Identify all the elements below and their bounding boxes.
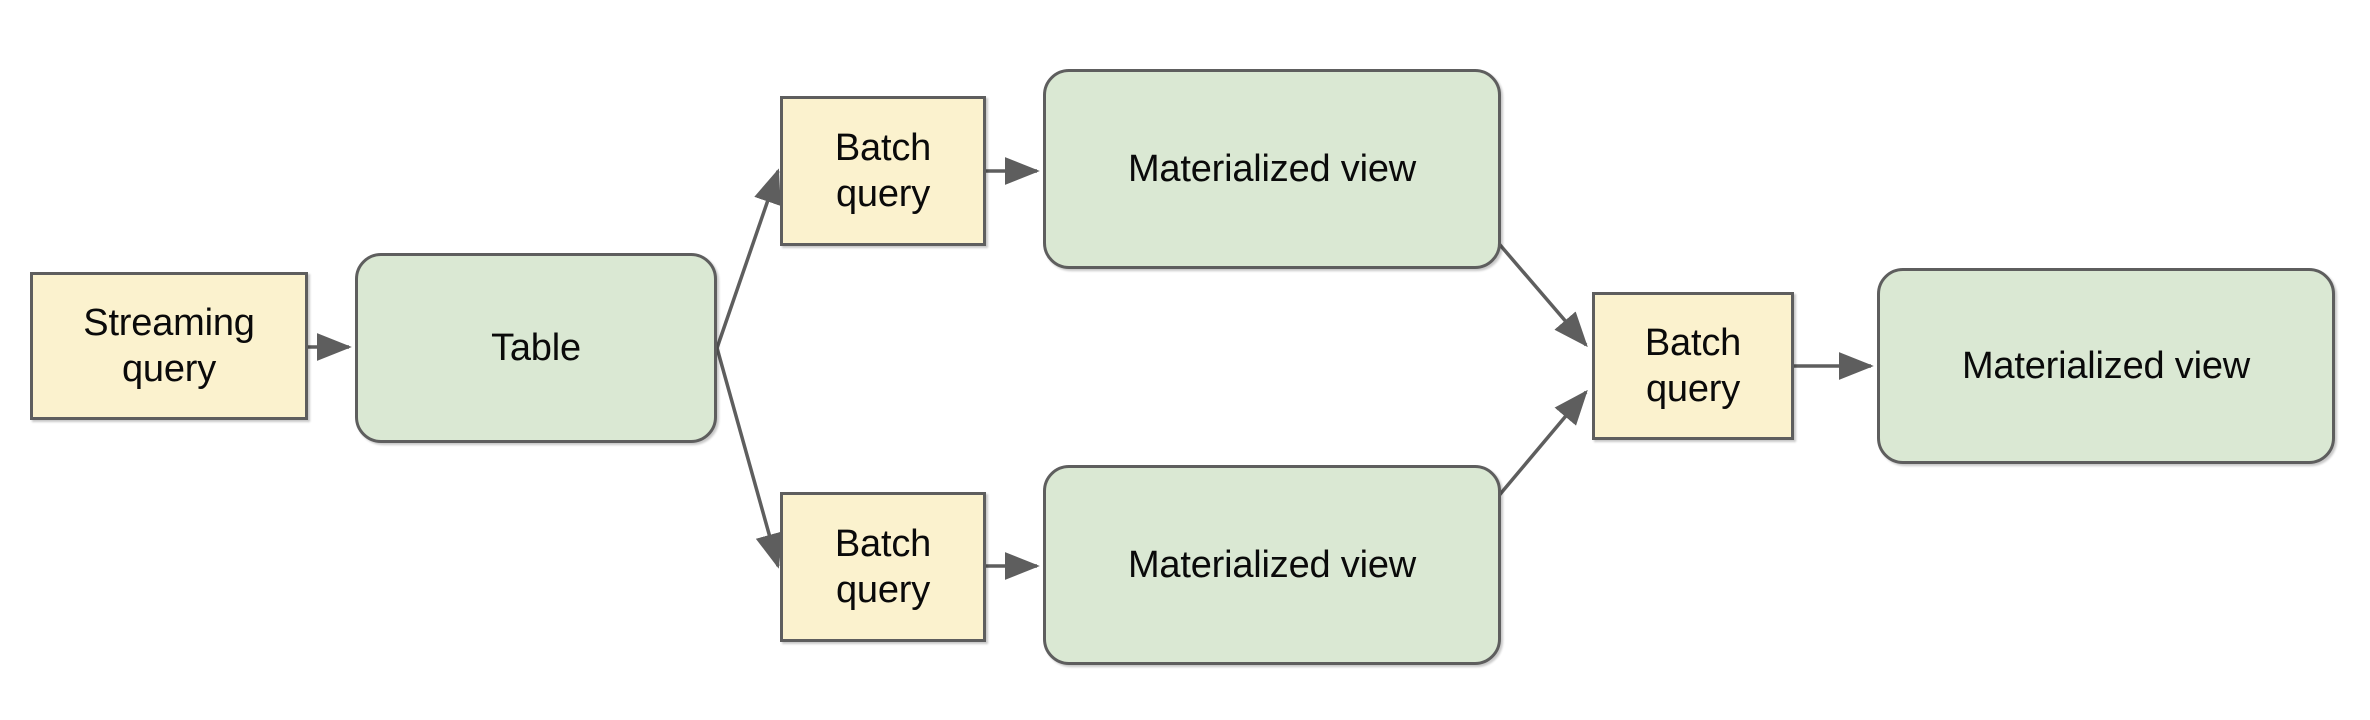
node-label-streaming-query: Streaming query xyxy=(83,301,255,390)
node-batch-query-top[interactable]: Batch query xyxy=(780,96,986,246)
node-table[interactable]: Table xyxy=(355,253,717,443)
node-label-table: Table xyxy=(491,326,581,369)
edge-table-to-batch-top[interactable] xyxy=(715,168,781,349)
edge-table-to-batch-bottom[interactable] xyxy=(715,347,783,569)
node-materialized-view-final[interactable]: Materialized view xyxy=(1877,268,2335,464)
node-label-batch-query-top: Batch query xyxy=(834,126,932,215)
node-label-materialized-view-final: Materialized view xyxy=(1961,344,2251,387)
node-batch-query-join[interactable]: Batch query xyxy=(1592,292,1794,440)
node-materialized-view-top[interactable]: Materialized view xyxy=(1043,69,1501,269)
node-batch-query-bottom[interactable]: Batch query xyxy=(780,492,986,642)
node-label-batch-query-bottom: Batch query xyxy=(834,522,932,611)
node-label-materialized-view-bottom: Materialized view xyxy=(1127,543,1417,586)
node-label-materialized-view-top: Materialized view xyxy=(1127,147,1417,190)
node-streaming-query[interactable]: Streaming query xyxy=(30,272,308,420)
node-materialized-view-bottom[interactable]: Materialized view xyxy=(1043,465,1501,665)
node-label-batch-query-join: Batch query xyxy=(1644,321,1742,410)
